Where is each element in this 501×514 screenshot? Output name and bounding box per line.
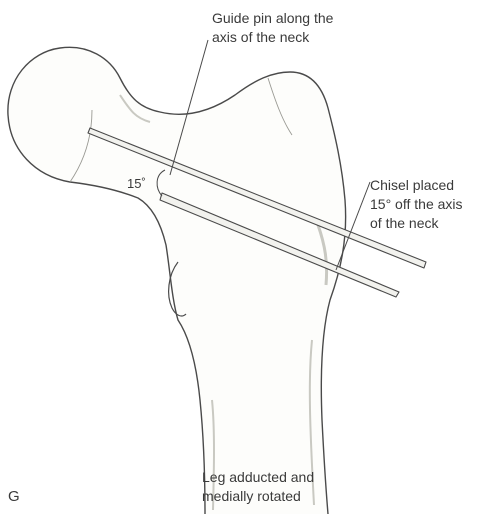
panel-letter: G [8,487,20,506]
leg-position-label: Leg adducted and medially rotated [202,468,314,506]
guide-pin-label: Guide pin along the axis of the neck [212,9,333,47]
chisel-label: Chisel placed 15° off the axis of the ne… [370,176,463,233]
chisel-label-line1: Chisel placed [370,176,463,195]
leg-position-label-line1: Leg adducted and [202,468,314,487]
guide-pin-label-line2: axis of the neck [212,28,333,47]
guide-pin-label-line1: Guide pin along the [212,9,333,28]
femur-outline [8,47,346,514]
leg-position-label-line2: medially rotated [202,487,314,506]
angle-label: 15˚ [127,174,146,193]
chisel-label-line3: of the neck [370,214,463,233]
chisel-label-line2: 15° off the axis [370,195,463,214]
